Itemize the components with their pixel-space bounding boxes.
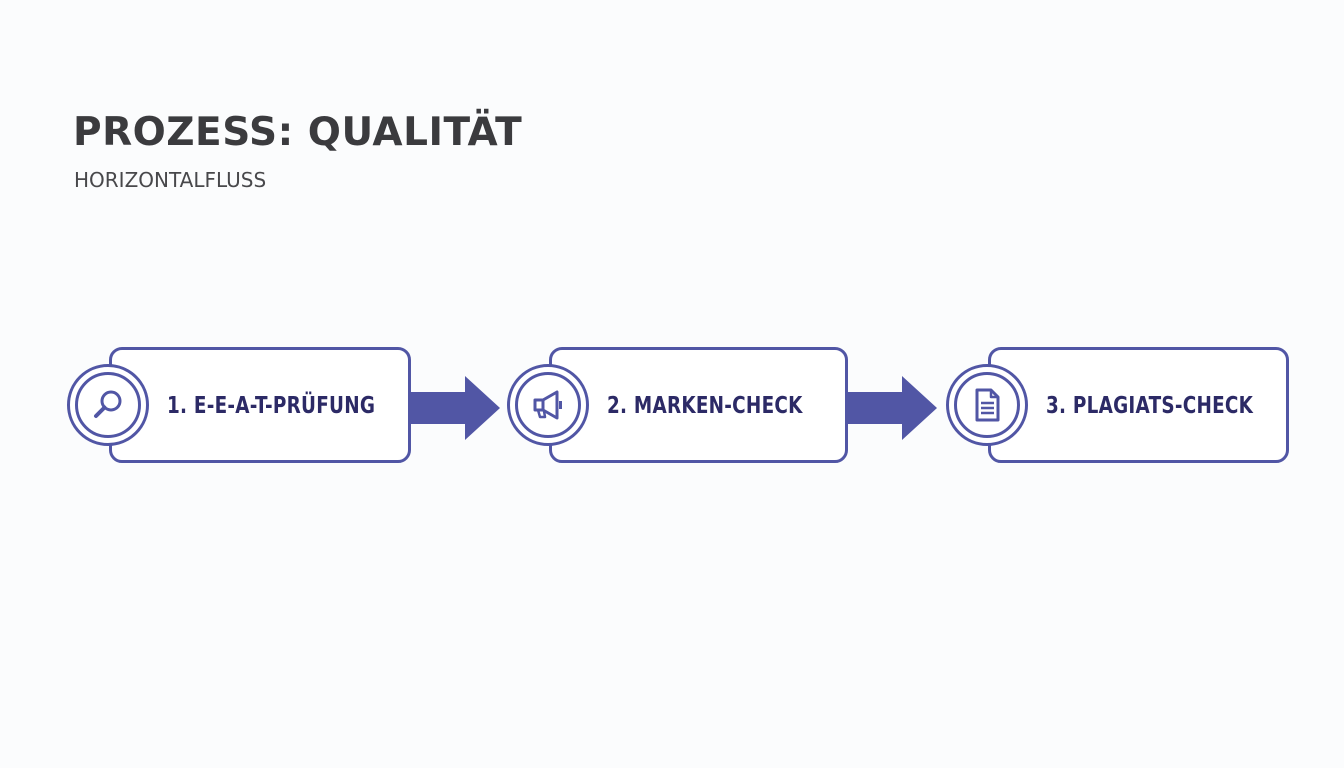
process-step-2: 2. MARKEN-CHECK — [507, 344, 848, 470]
step-icon-ring — [946, 364, 1028, 446]
flow-arrow-2 — [846, 376, 938, 440]
step-icon-ring — [507, 364, 589, 446]
document-icon — [967, 385, 1007, 425]
flow-arrow-1 — [409, 376, 501, 440]
page-subtitle: HORIZONTALFLUSS — [74, 168, 267, 192]
step-box — [109, 347, 411, 463]
process-step-3: 3. PLAGIATS-CHECK — [946, 344, 1289, 470]
page-title: PROZESS: QUALITÄT — [73, 110, 523, 155]
step-icon-ring — [67, 364, 149, 446]
process-step-1: 1. E-E-A-T-PRÜFUNG — [67, 344, 411, 470]
step-label: 2. MARKEN-CHECK — [607, 393, 803, 419]
megaphone-icon — [528, 385, 568, 425]
magnifier-icon — [88, 385, 128, 425]
step-label: 3. PLAGIATS-CHECK — [1046, 393, 1254, 419]
step-label: 1. E-E-A-T-PRÜFUNG — [167, 393, 376, 419]
step-box — [549, 347, 848, 463]
